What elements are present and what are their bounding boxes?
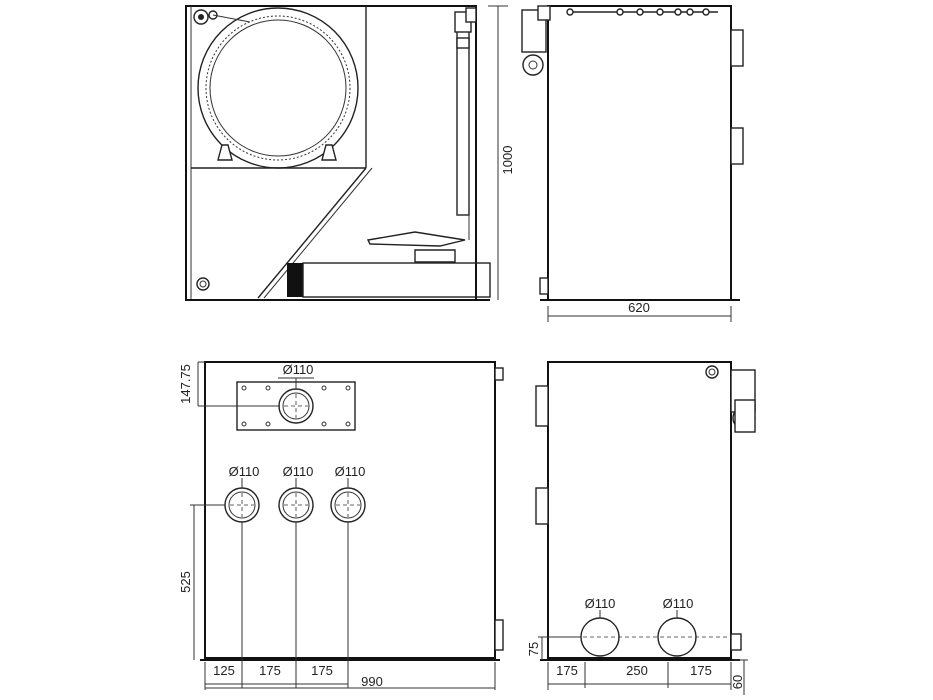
label-side-pipe-1: Ø110 bbox=[585, 596, 616, 611]
dim-top-offset: 147.75 bbox=[178, 364, 193, 404]
dim-inlet-height: 525 bbox=[178, 571, 193, 593]
label-front-pipe-1: Ø110 bbox=[229, 464, 260, 479]
inlet-pipe-3 bbox=[330, 478, 366, 688]
label-front-pipe-3: Ø110 bbox=[335, 464, 366, 479]
label-side-pipe-2: Ø110 bbox=[663, 596, 694, 611]
inlet-pipe-1 bbox=[224, 478, 260, 688]
dim-total-width: 990 bbox=[361, 674, 383, 689]
dim-side-left: 175 bbox=[556, 663, 578, 678]
dim-spacing-mid2: 175 bbox=[311, 663, 333, 678]
dim-side-mid: 250 bbox=[626, 663, 648, 678]
dim-outlet-height: 75 bbox=[526, 642, 541, 656]
drum-outer bbox=[197, 7, 359, 169]
front-view: Ø110 147.75 Ø110 Ø110 bbox=[178, 361, 504, 690]
outlet-pipe-1 bbox=[580, 610, 620, 688]
dim-bottom-offset: 60 bbox=[730, 675, 745, 689]
side-view-bottom: Ø110 Ø110 75 175 250 175 60 bbox=[526, 361, 756, 695]
dim-side-right: 175 bbox=[690, 663, 712, 678]
drum-inner bbox=[205, 15, 351, 161]
dim-spacing-mid1: 175 bbox=[259, 663, 281, 678]
filter-mesh bbox=[302, 262, 491, 298]
side-view-top: 620 bbox=[521, 5, 744, 322]
section-view: 1000 bbox=[185, 5, 515, 301]
filter-block bbox=[287, 263, 303, 297]
label-top-pipe: Ø110 bbox=[283, 362, 314, 377]
dim-width-side: 620 bbox=[628, 300, 650, 315]
label-front-pipe-2: Ø110 bbox=[283, 464, 314, 479]
dim-height-main: 1000 bbox=[500, 146, 515, 175]
dim-spacing-left: 125 bbox=[213, 663, 235, 678]
inlet-pipe-2 bbox=[278, 478, 314, 688]
